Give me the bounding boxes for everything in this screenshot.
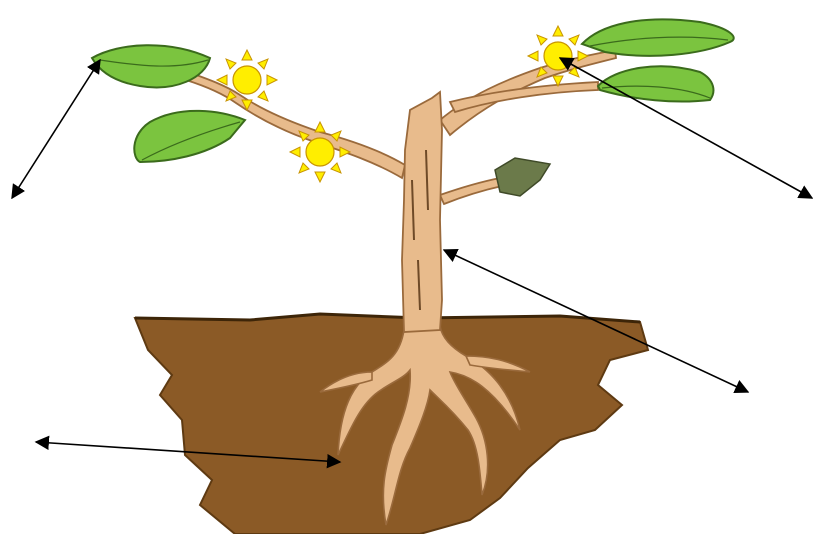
sun-icon [290, 122, 350, 182]
bud [495, 158, 550, 196]
leaf-icon [598, 66, 713, 101]
arrow-icon [12, 60, 100, 198]
sun-icon [528, 26, 588, 86]
sun-icon [217, 50, 277, 110]
leaf-icon [134, 111, 245, 162]
